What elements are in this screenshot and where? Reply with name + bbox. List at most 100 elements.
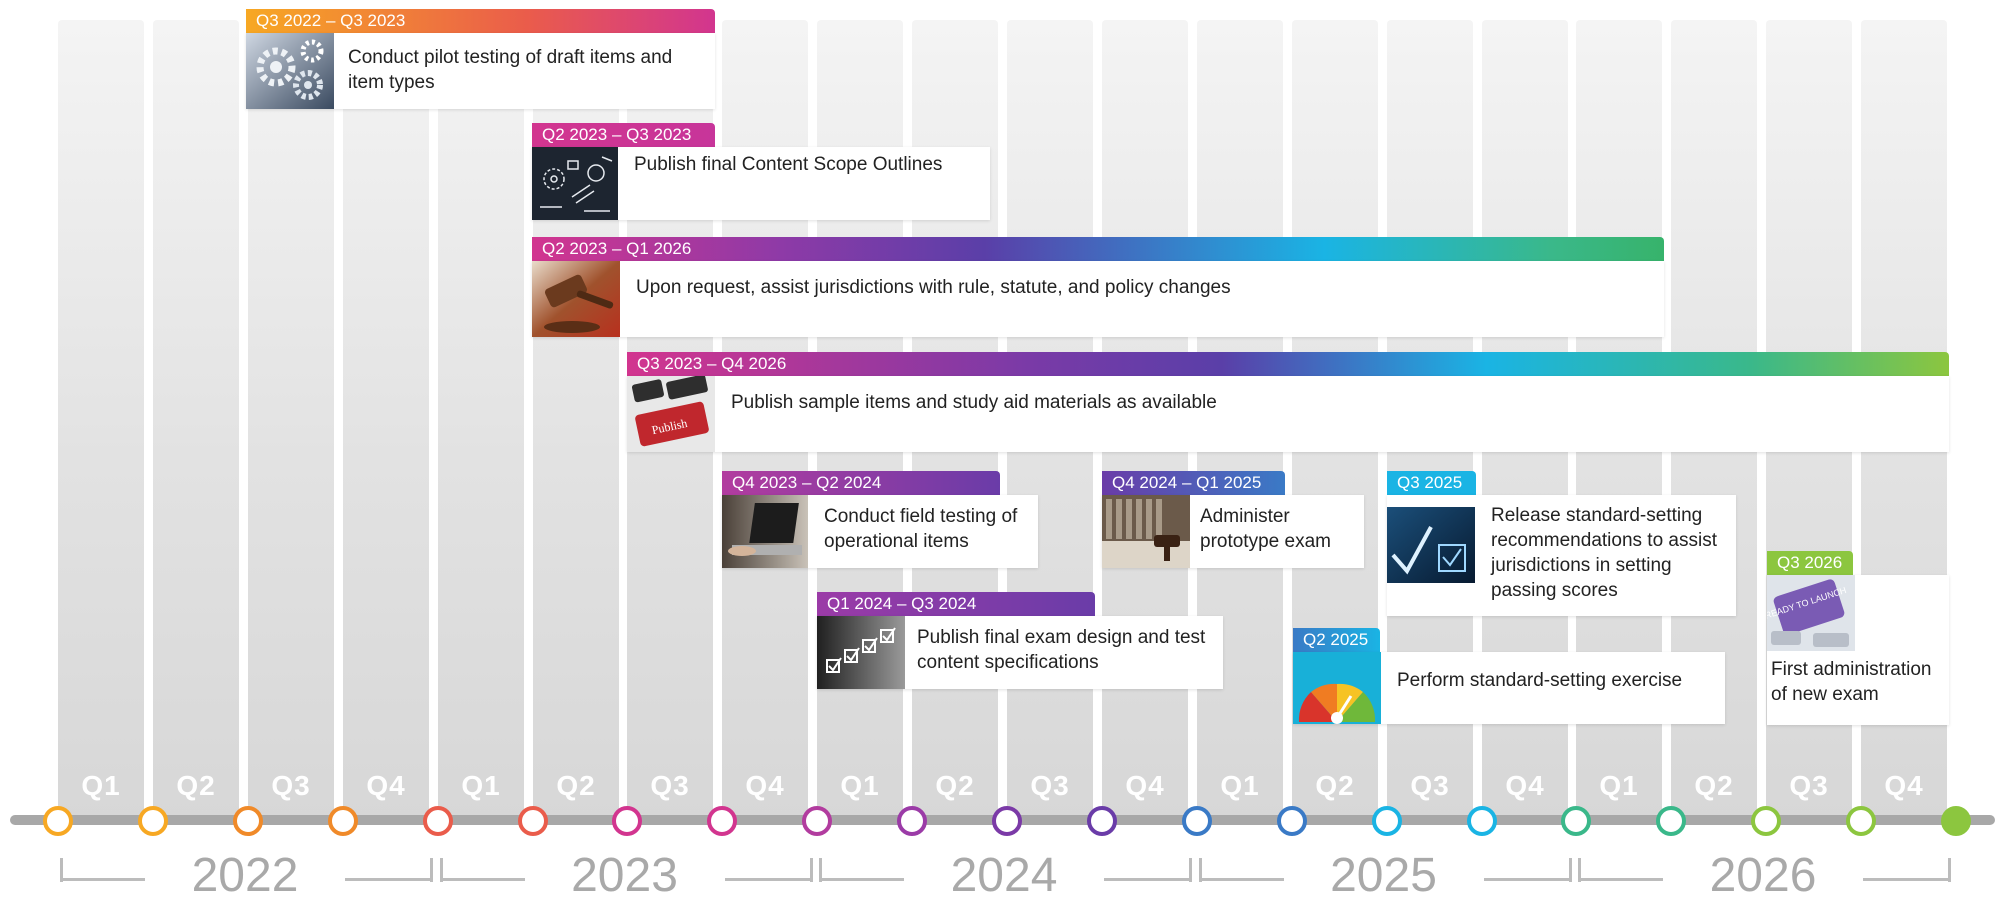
blueprint-gears-image <box>532 147 618 220</box>
timeline-marker <box>233 806 263 836</box>
timeline-marker <box>1087 806 1117 836</box>
year-bracket-edge <box>819 858 823 882</box>
timeline-marker <box>897 806 927 836</box>
year-label: 2024 <box>904 848 1104 903</box>
year-bracket-edge <box>1198 858 1203 882</box>
timeline-marker <box>1372 806 1402 836</box>
quarter-label: Q3 <box>1410 770 1450 801</box>
task-standard-setting-exercise: Q2 2025 Perform standard-setting exercis… <box>1293 628 1725 724</box>
quarter-label: Q1 <box>461 770 501 801</box>
quarter-column <box>153 20 239 820</box>
quarter-label: Q3 <box>1030 770 1070 801</box>
timeline-marker <box>328 806 358 836</box>
quarter-label: Q1 <box>840 770 880 801</box>
timeline-marker <box>1751 806 1781 836</box>
task-period: Q1 2024 – Q3 2024 <box>817 592 1095 616</box>
timeline-marker <box>992 806 1022 836</box>
task-card <box>532 261 1664 337</box>
gauge-image <box>1293 652 1381 724</box>
task-assist-jurisdictions: Q2 2023 – Q1 2026 Upon request, assist j… <box>532 237 1664 337</box>
task-period: Q3 2025 <box>1387 471 1476 495</box>
checkbox-image <box>1387 507 1475 583</box>
timeline-marker <box>518 806 548 836</box>
task-first-administration: Q3 2026 READY TO LAUNCH First administra… <box>1767 551 1949 725</box>
task-description: Publish final Content Scope Outlines <box>634 154 943 175</box>
quarter-column <box>343 20 429 820</box>
timeline-marker <box>1277 806 1307 836</box>
task-period: Q2 2023 – Q1 2026 <box>532 237 1664 261</box>
year-label: 2022 <box>145 848 345 903</box>
quarter-label: Q1 <box>1599 770 1639 801</box>
task-description: Publish sample items and study aid mater… <box>731 392 1217 413</box>
quarter-label: Q3 <box>271 770 311 801</box>
task-sample-items: Q3 2023 – Q4 2026 Publish Publish sample… <box>627 352 1949 452</box>
checklist-image <box>817 616 905 689</box>
quarter-label: Q3 <box>1789 770 1829 801</box>
year-bracket-edge <box>1189 858 1193 882</box>
quarter-label: Q2 <box>176 770 216 801</box>
task-period: Q3 2026 <box>1767 551 1853 575</box>
timeline-marker <box>612 806 642 836</box>
year-bracket-edge <box>60 858 64 882</box>
year-bracket-edge <box>1568 858 1573 882</box>
timeline-marker <box>423 806 453 836</box>
quarter-column <box>438 20 524 820</box>
task-card <box>627 376 1949 452</box>
quarter-label: Q2 <box>1694 770 1734 801</box>
quarter-label: Q1 <box>1220 770 1260 801</box>
task-description: Conduct pilot testing of draft items and… <box>348 47 673 93</box>
quarter-column <box>248 20 334 820</box>
task-release-recommendations: Q3 2025 Release standard-setting recomme… <box>1387 471 1736 616</box>
task-prototype-exam: Q4 2024 – Q1 2025 Administer prototype e… <box>1102 471 1364 568</box>
task-field-testing: Q4 2023 – Q2 2024 Conduct field testing … <box>722 471 1038 568</box>
task-pilot-testing: Q3 2022 – Q3 2023 Conduct pilot testing … <box>246 9 715 109</box>
year-label: 2026 <box>1663 848 1863 903</box>
quarter-label: Q4 <box>1505 770 1545 801</box>
year-label: 2025 <box>1283 848 1484 903</box>
timeline-marker <box>1182 806 1212 836</box>
task-period: Q4 2023 – Q2 2024 <box>722 471 1000 495</box>
timeline-marker <box>1656 806 1686 836</box>
timeline-marker <box>1941 806 1971 836</box>
quarter-label: Q4 <box>1125 770 1165 801</box>
gears-image <box>246 33 334 109</box>
launch-key-image: READY TO LAUNCH <box>1767 575 1855 651</box>
timeline-marker <box>43 806 73 836</box>
quarter-column <box>58 20 144 820</box>
task-description: Administer prototype exam <box>1200 506 1331 552</box>
task-period: Q3 2022 – Q3 2023 <box>246 9 715 33</box>
year-bracket-edge <box>430 858 434 882</box>
gavel-image <box>532 261 620 337</box>
year-bracket-edge <box>439 858 444 882</box>
year-label: 2023 <box>524 848 725 903</box>
task-description: Publish final exam design and test conte… <box>917 627 1206 673</box>
quarter-label: Q1 <box>81 770 121 801</box>
timeline-marker <box>1467 806 1497 836</box>
timeline-marker <box>138 806 168 836</box>
quarter-label: Q4 <box>745 770 785 801</box>
year-bracket-edge <box>1948 858 1952 882</box>
task-description: Conduct field testing of operational ite… <box>824 506 1018 552</box>
task-period: Q2 2025 <box>1293 628 1380 652</box>
quarter-label: Q4 <box>1884 770 1924 801</box>
task-description: Perform standard-setting exercise <box>1397 670 1683 691</box>
quarter-label: Q4 <box>366 770 406 801</box>
task-period: Q2 2023 – Q3 2023 <box>532 123 715 147</box>
task-description: Release standard-setting recommendations… <box>1491 505 1717 601</box>
quarter-label: Q2 <box>935 770 975 801</box>
timeline-marker <box>1561 806 1591 836</box>
task-content-scope: Q2 2023 – Q3 2023 Publish final Content … <box>532 123 990 220</box>
timeline-marker <box>707 806 737 836</box>
courtroom-gavel-image <box>1102 495 1190 568</box>
task-exam-design: Q1 2024 – Q3 2024 Publish final exam des… <box>817 592 1223 689</box>
year-bracket-edge <box>1578 858 1582 882</box>
task-description: First administration of new exam <box>1771 659 1932 705</box>
quarter-label: Q3 <box>650 770 690 801</box>
timeline-marker <box>1846 806 1876 836</box>
task-period: Q4 2024 – Q1 2025 <box>1102 471 1285 495</box>
quarter-label: Q2 <box>1315 770 1355 801</box>
task-period: Q3 2023 – Q4 2026 <box>627 352 1949 376</box>
timeline-marker <box>802 806 832 836</box>
publish-key-image: Publish <box>627 376 715 452</box>
